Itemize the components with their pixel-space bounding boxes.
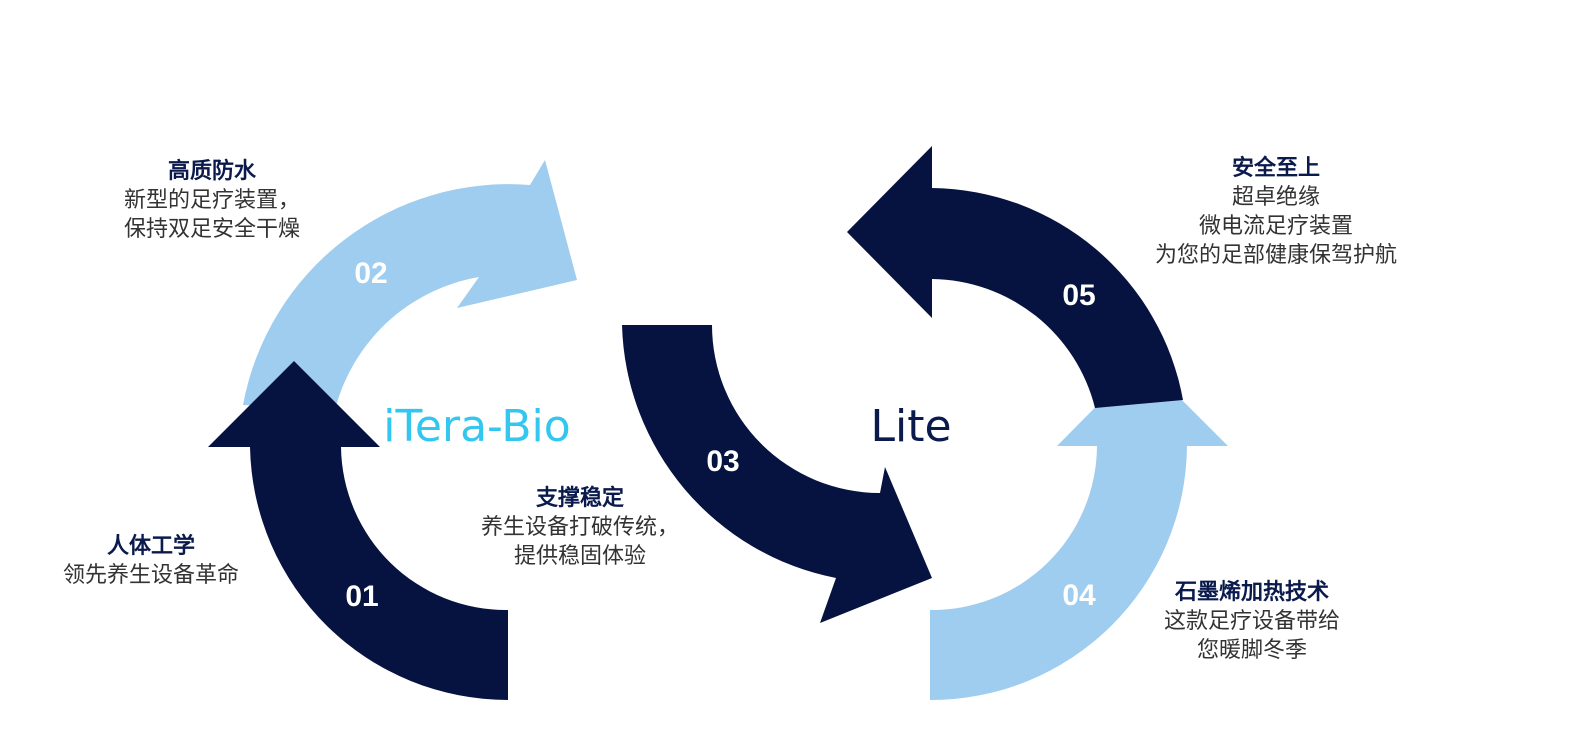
step-04-line-1: 这款足疗设备带给 [1163,609,1341,634]
step-04-heading: 石墨烯加热技术 [1174,580,1330,605]
step-02-heading: 高质防水 [167,159,257,184]
step-number-02: 02 [354,257,387,290]
step-number-01: 01 [345,580,378,613]
arrow-01 [208,361,508,700]
step-04-text: 石墨烯加热技术 这款足疗设备带给 您暖脚冬季 [1164,578,1340,665]
step-01-heading: 人体工学 [106,534,196,559]
step-05-line-3: 为您的足部健康保驾护航 [1154,243,1398,268]
step-05-line-1: 超卓绝缘 [1231,185,1321,210]
step-05-line-2: 微电流足疗装置 [1198,214,1354,239]
step-04-line-2: 您暖脚冬季 [1196,638,1308,663]
brand-left-label: iTera-Bio [383,401,570,452]
step-05-heading: 安全至上 [1231,156,1321,181]
step-05-text: 安全至上 超卓绝缘 微电流足疗装置 为您的足部健康保驾护航 [1155,154,1397,270]
arrow-05 [847,146,1183,408]
step-02-line-1: 新型的足疗装置， [123,188,301,213]
step-03-line-2: 提供稳固体验 [513,544,647,569]
step-01-line-1: 领先养生设备革命 [62,563,240,588]
step-01-text: 人体工学 领先养生设备革命 [63,532,239,590]
step-03-text: 支撑稳定 养生设备打破传统， 提供稳固体验 [481,484,679,571]
step-02-line-2: 保持双足安全干燥 [123,217,301,242]
step-number-03: 03 [706,445,739,478]
brand-right-label: Lite [870,401,951,452]
step-03-heading: 支撑稳定 [535,486,625,511]
arrow-04 [930,360,1228,701]
step-02-text: 高质防水 新型的足疗装置， 保持双足安全干燥 [124,157,300,244]
arrow-02 [243,160,577,410]
step-number-04: 04 [1062,579,1096,612]
step-number-05: 05 [1062,279,1095,312]
arrow-03 [622,325,932,623]
step-03-line-1: 养生设备打破传统， [480,515,680,540]
